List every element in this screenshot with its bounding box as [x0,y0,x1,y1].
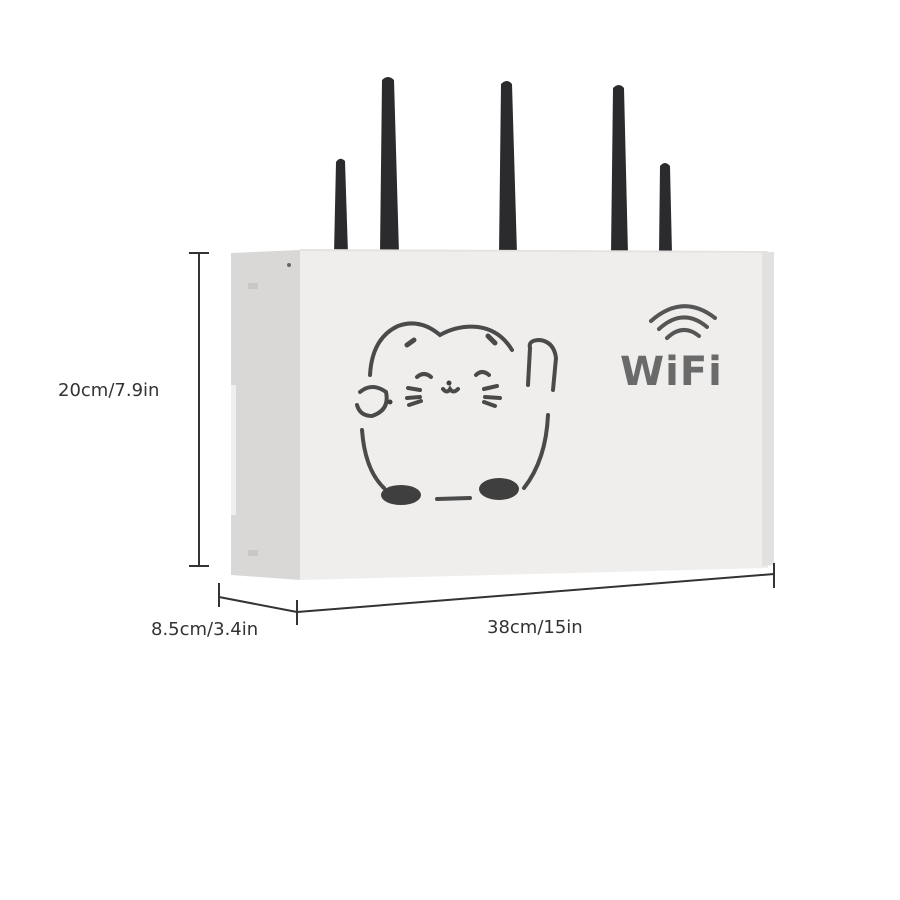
width-dimension-line [296,573,775,613]
dimension-lines [189,252,775,625]
depth-dimension-label: 8.5cm/3.4in [151,619,259,640]
antenna-2 [380,77,399,254]
cat-cutout-icon [355,321,559,501]
height-dimension-label: 20cm/7.9in [58,380,160,401]
antenna-1 [334,158,348,254]
box-side-panel [231,250,300,580]
wifi-logo-icon [649,304,717,340]
antenna-5 [659,163,672,254]
antenna-3 [499,81,517,254]
depth-dimension-line [218,596,298,613]
antenna-4 [611,85,628,254]
antennas [334,77,672,254]
cat-paws [381,380,519,505]
wifi-text: WiFi [620,349,723,395]
width-dimension-label: 38cm/15in [487,617,583,638]
